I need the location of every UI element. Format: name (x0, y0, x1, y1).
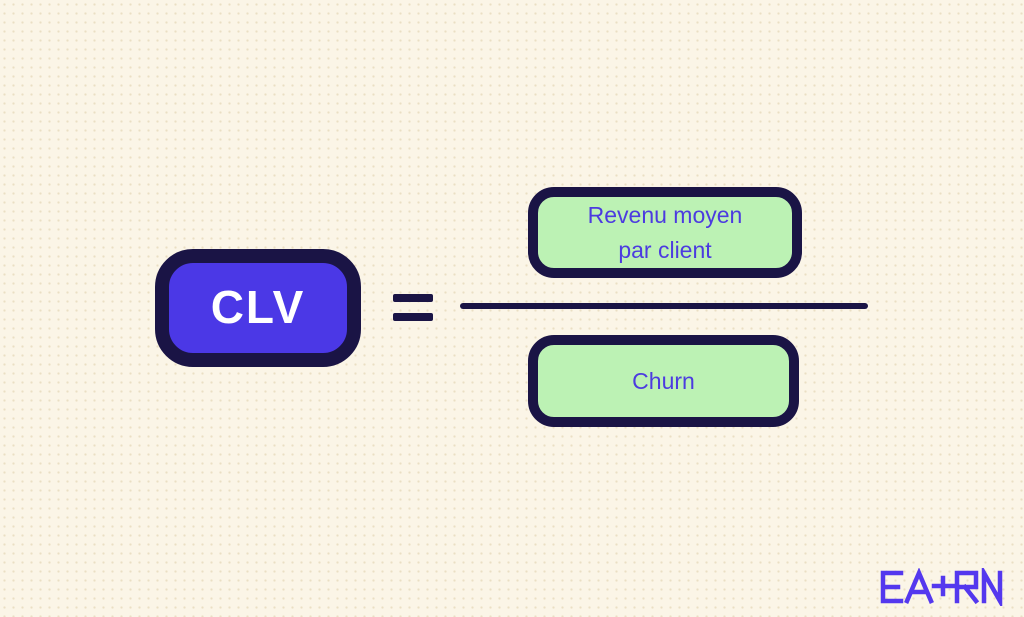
numerator-line2: par client (618, 236, 712, 263)
denominator-box: Churn (528, 335, 799, 427)
equals-bottom-bar (393, 313, 433, 321)
earn-logo-icon (880, 568, 1003, 606)
numerator-line1: Revenu moyen (587, 201, 743, 228)
equals-sign: = (393, 294, 433, 321)
denominator-label: Churn (632, 367, 695, 394)
clv-label: CLV (210, 281, 306, 333)
numerator-box: Revenu moyen par client (528, 187, 802, 278)
fraction-bar (460, 303, 868, 309)
equals-top-bar (393, 294, 433, 302)
earn-logo: EA+RN (877, 568, 1005, 606)
clv-result-box: CLV (155, 249, 361, 367)
